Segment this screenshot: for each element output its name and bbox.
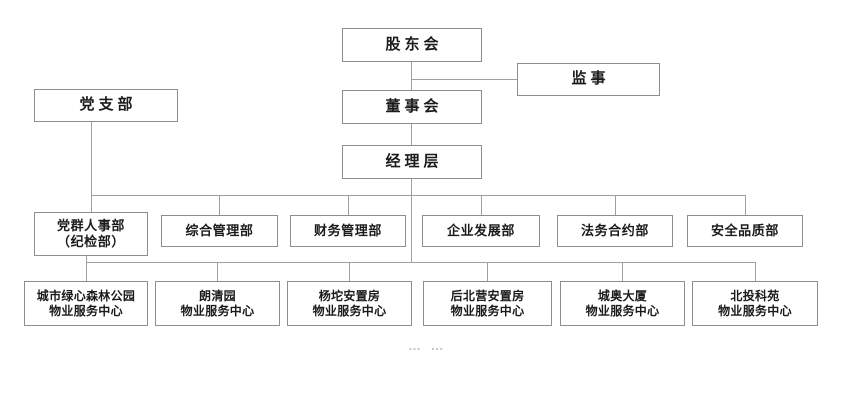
node-shareholders-label: 股东会 — [385, 35, 443, 53]
connector-drop-dept-party-hr — [91, 195, 92, 213]
node-board-of-directors[interactable]: 董事会 — [342, 90, 482, 124]
node-dept-safety-quality[interactable]: 安全品质部 — [687, 215, 803, 247]
node-dept-general-admin-label: 综合管理部 — [185, 223, 254, 239]
node-sc-langqingyuan[interactable]: 朗清园 物业服务中心 — [155, 281, 280, 326]
node-management-layer-label: 经理层 — [385, 152, 443, 170]
node-board-of-directors-label: 董事会 — [385, 97, 443, 115]
node-dept-legal-contract-label: 法务合约部 — [580, 223, 649, 239]
node-sc-langqingyuan-label: 朗清园 物业服务中心 — [180, 288, 255, 318]
connector-drop-dept-finance — [348, 195, 349, 215]
connector-board-to-management — [411, 124, 412, 146]
node-supervisor-label: 监事 — [571, 70, 610, 88]
node-dept-finance-label: 财务管理部 — [313, 223, 382, 239]
node-management-layer[interactable]: 经理层 — [342, 145, 482, 179]
connector-service-center-bus — [86, 262, 755, 263]
node-sc-houbeiying-resettlement-label: 后北营安置房 物业服务中心 — [450, 288, 525, 318]
node-dept-general-admin[interactable]: 综合管理部 — [161, 215, 278, 247]
node-sc-chengao-building[interactable]: 城奥大厦 物业服务中心 — [560, 281, 685, 326]
node-dept-enterprise-dev[interactable]: 企业发展部 — [422, 215, 540, 247]
node-dept-finance[interactable]: 财务管理部 — [290, 215, 406, 247]
node-party-branch-label: 党支部 — [79, 96, 137, 114]
node-sc-houbeiying-resettlement[interactable]: 后北营安置房 物业服务中心 — [423, 281, 552, 326]
connector-drop-sc-beitou-keyuan — [755, 262, 756, 281]
node-sc-yangtuo-resettlement[interactable]: 杨坨安置房 物业服务中心 — [287, 281, 412, 326]
node-sc-chengao-building-label: 城奥大厦 物业服务中心 — [585, 288, 660, 318]
connector-management-to-service-bus — [411, 195, 412, 263]
node-sc-green-heart-forest-park[interactable]: 城市绿心森林公园 物业服务中心 — [24, 281, 148, 326]
connector-dept-party-hr-down — [86, 255, 87, 263]
node-dept-enterprise-dev-label: 企业发展部 — [446, 223, 515, 239]
connector-drop-sc-yangtuo-resettlement — [349, 262, 350, 281]
node-dept-legal-contract[interactable]: 法务合约部 — [557, 215, 673, 247]
connector-drop-sc-chengao-building — [622, 262, 623, 281]
continuation-ellipsis: … … — [408, 338, 447, 353]
node-dept-safety-quality-label: 安全品质部 — [710, 223, 779, 239]
connector-shareholders-to-supervisor — [411, 79, 518, 80]
node-party-branch[interactable]: 党支部 — [34, 89, 178, 122]
connector-shareholders-down — [411, 62, 412, 91]
node-dept-party-hr[interactable]: 党群人事部 （纪检部） — [34, 212, 148, 256]
connector-drop-dept-legal-contract — [615, 195, 616, 215]
connector-drop-sc-langqingyuan — [217, 262, 218, 281]
node-supervisor[interactable]: 监事 — [517, 63, 660, 96]
node-dept-party-hr-label: 党群人事部 （纪检部） — [56, 218, 125, 249]
node-sc-beitou-keyuan[interactable]: 北投科苑 物业服务中心 — [692, 281, 818, 326]
connector-department-bus — [91, 195, 745, 196]
node-sc-beitou-keyuan-label: 北投科苑 物业服务中心 — [718, 288, 792, 318]
node-shareholders[interactable]: 股东会 — [342, 28, 482, 62]
connector-drop-dept-general-admin — [219, 195, 220, 215]
connector-drop-dept-safety-quality — [745, 195, 746, 215]
connector-drop-dept-enterprise-dev — [481, 195, 482, 215]
node-sc-yangtuo-resettlement-label: 杨坨安置房 物业服务中心 — [312, 288, 387, 318]
connector-drop-sc-houbeiying-resettlement — [487, 262, 488, 281]
connector-drop-sc-green-heart-forest-park — [86, 262, 87, 281]
connector-party-branch-down — [91, 122, 92, 196]
node-sc-green-heart-forest-park-label: 城市绿心森林公园 物业服务中心 — [36, 288, 136, 318]
connector-management-down — [411, 179, 412, 196]
